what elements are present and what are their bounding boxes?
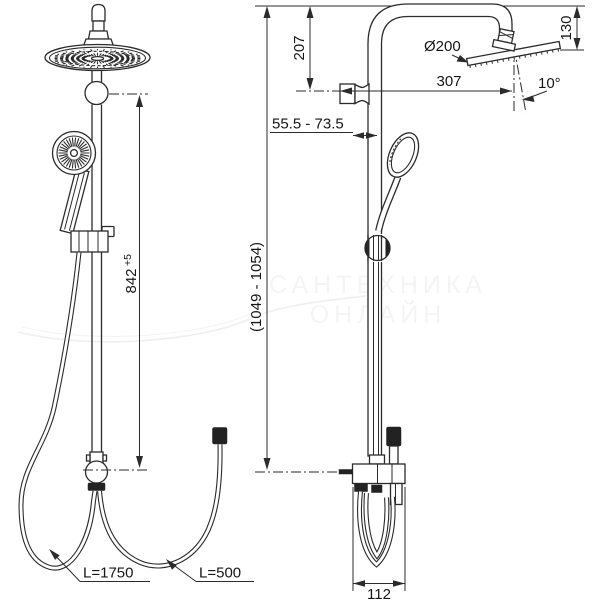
dimension-head-angle: 10° [521,75,561,102]
spray-face-pattern [52,48,143,69]
dimension-rail-height-tolerance: +5 [122,254,134,266]
upper-wall-bracket [84,80,109,106]
hand-shower-handle [59,167,90,235]
dimension-head-drop-label: 130 [558,15,575,40]
rail-slider-side [364,234,391,262]
side-view: (1049 - 1054) 207 130 [248,3,585,600]
hand-shower-side [375,132,420,232]
rail-slider [70,225,115,253]
hand-spray-pattern [58,137,90,169]
dimension-total-height: (1049 - 1054) [248,6,271,470]
dimension-base-width: 112 [352,487,406,600]
valve-body [351,463,406,485]
dimension-head-angle-label: 10° [538,75,561,92]
dimension-wall-distance: 55.5 - 73.5 [270,116,377,139]
hose-short-label: L=500 [199,565,241,582]
leader-hose-long: L=1750 [49,549,150,582]
hand-shower-front [51,130,97,235]
wall-bracket-side [339,82,370,106]
diverter-valve [338,426,406,506]
leader-hose-short: L=500 [166,559,254,582]
watermark-swoosh-2 [21,313,251,337]
shower-hose-long [18,252,98,571]
dimension-total-height-label: (1049 - 1054) [248,242,265,332]
head-nozzle-ticks [469,48,559,68]
shower-hose-short [97,427,228,569]
internal-hose-lines [373,258,379,455]
dimension-top-offset-label: 207 [291,35,308,60]
hose-end-connector [212,427,228,445]
dimension-wall-distance-label: 55.5 - 73.5 [272,116,344,133]
valve-inlet-pin [338,469,353,475]
riser-top-cap [82,3,115,47]
dimension-rail-height: 842 +5 [122,95,143,468]
watermark-swoosh [17,295,367,343]
front-view: 842 +5 L=1750 L=500 [18,3,254,582]
dimension-arm-reach-label: 307 [436,73,461,90]
dimension-base-width-label: 112 [367,586,391,600]
head-swivel-connector [491,27,517,52]
shower-column-pipe [367,3,513,457]
dimension-head-diameter-label: Ø200 [424,38,461,55]
hose-long-label: L=1750 [83,565,133,582]
dimension-head-drop: 130 [558,6,584,51]
dimension-top-offset: 207 [291,6,314,90]
dimension-arm-reach: 307 [296,73,512,95]
lower-ball-joint [84,451,109,491]
diverter-knob [386,426,402,447]
shower-rail [91,70,103,452]
overhead-shower-head [44,43,151,72]
hose-loops-side [357,491,396,568]
dimension-head-diameter: Ø200 [424,38,469,63]
head-axis-line [513,46,527,114]
dimension-rail-height-label: 842 [123,268,140,293]
